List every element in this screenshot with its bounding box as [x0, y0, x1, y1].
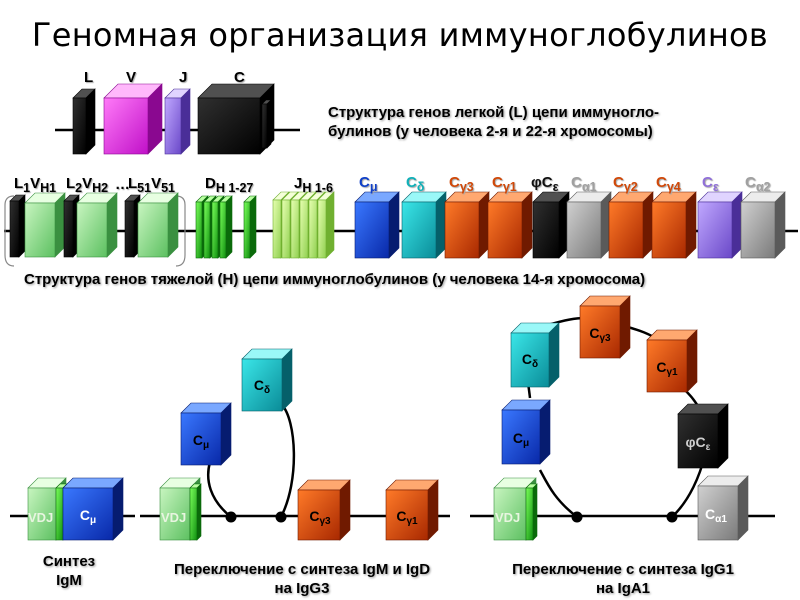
light-chain-caption: Структура генов легкой (L) цепи иммуногл…	[328, 104, 659, 140]
igg3-caption: Переключение с синтеза IgM и IgD на IgG3	[173, 561, 431, 597]
igg3-vdj-stripe	[189, 483, 202, 541]
vh1-label: L1VH1	[14, 175, 57, 195]
iga1-cgamma1-label: Cγ1	[656, 359, 678, 378]
igm-cmu-label: Cμ	[80, 507, 96, 526]
igg3-cgamma1-block	[385, 479, 439, 541]
heavy-dh-segment-4	[219, 195, 233, 259]
iga1-arc-left	[538, 469, 578, 518]
igg3-cmu-block	[180, 402, 232, 466]
igg3-cdelta-label: Cδ	[254, 377, 270, 396]
iga1-calpha1-block	[697, 475, 749, 541]
vdj-label-iga1: VDJ	[495, 510, 521, 525]
dh-label: DH 1-27	[205, 175, 254, 195]
light-l-segment	[72, 88, 96, 155]
heavy-constant-block-9	[697, 191, 743, 259]
junction-dots	[225, 511, 678, 523]
heavy-vh-segment-3	[137, 192, 179, 258]
light-j-segment	[164, 88, 191, 155]
constant-label-2: Cδ	[406, 174, 425, 194]
light-c-edge	[261, 99, 272, 149]
heavy-vh-segment-2	[76, 192, 118, 258]
vdj-label-igg3: VDJ	[161, 510, 187, 525]
iga1-vdj-stripe	[525, 483, 538, 541]
constant-label-6: Cα1	[571, 174, 597, 194]
heavy-leader-segment-1	[9, 194, 26, 258]
igg3-cmu-label: Cμ	[193, 432, 209, 451]
vh-bracket-right	[175, 195, 186, 267]
iga1-calpha1-label: Cα1	[705, 506, 727, 525]
constant-label-8: Cγ4	[656, 174, 681, 194]
constant-label-9: Cε	[702, 174, 719, 194]
heavy-jh-segment-6	[317, 191, 335, 259]
iga1-cdelta-block	[510, 322, 560, 388]
constant-label-4: Cγ1	[492, 174, 517, 194]
iga1-psi-ce-label: φCε	[686, 434, 711, 453]
igg3-cgamma3-block	[297, 479, 351, 541]
heavy-constant-block-3	[444, 191, 490, 259]
igg3-cgamma1-label: Cγ1	[396, 508, 418, 527]
constant-label-5: φCε	[531, 174, 559, 194]
iga1-cdelta-label: Cδ	[522, 351, 538, 370]
heavy-constant-block-1	[354, 191, 400, 259]
light-c-segment	[197, 83, 275, 155]
heavy-vh-segment-1	[24, 192, 66, 258]
heavy-constant-block-4	[487, 191, 533, 259]
light-seg-label-v: V	[126, 69, 137, 86]
heavy-constant-block-8	[651, 191, 697, 259]
iga1-cmu-block	[501, 399, 551, 465]
igm-cmu-block	[62, 477, 124, 541]
igg3-dot-right	[275, 511, 287, 523]
gene-blocks	[9, 83, 786, 541]
vdj-label-igm: VDJ	[28, 510, 54, 525]
igg3-arc-left	[206, 461, 232, 518]
igg3-dot-left	[225, 511, 237, 523]
heavy-constant-block-7	[608, 191, 654, 259]
iga1-psi-ce-block	[677, 403, 729, 469]
constant-label-1: Cμ	[359, 174, 378, 194]
iga1-caption: Переключение с синтеза IgG1 на IgA1	[512, 561, 734, 597]
igm-caption: Синтез IgM	[42, 553, 96, 589]
light-seg-label-c: C	[234, 69, 245, 86]
iga1-cmu-label: Cμ	[513, 430, 529, 449]
heavy-constant-block-5	[532, 191, 570, 259]
iga1-cgamma1-block	[646, 329, 698, 393]
heavy-constant-block-10	[740, 191, 786, 259]
iga1-dot-right	[666, 511, 678, 523]
light-v-segment	[103, 83, 163, 155]
igg3-cgamma3-label: Cγ3	[309, 508, 331, 527]
constant-label-10: Cα2	[745, 174, 771, 194]
igg3-arc-right	[279, 404, 296, 518]
heavy-constant-block-6	[566, 191, 612, 259]
iga1-cgamma3-block	[579, 295, 631, 359]
vh2-label: L2VH2	[66, 175, 109, 195]
vh-ellipsis: …	[115, 176, 130, 193]
vh-bracket-left	[4, 195, 15, 267]
iga1-dot-left	[571, 511, 583, 523]
heavy-dh-segment-5	[243, 195, 257, 259]
heavy-chain-caption: Структура генов тяжелой (Н) цепи иммуног…	[24, 271, 646, 288]
constant-label-7: Cγ2	[613, 174, 638, 194]
igg3-cdelta-block	[241, 348, 293, 412]
light-seg-label-j: J	[179, 69, 188, 86]
constant-label-3: Cγ3	[449, 174, 474, 194]
vh51-label: L51V51	[128, 175, 175, 195]
page-title: Геномная организация иммуноглобулинов	[31, 16, 769, 54]
jh-label: JH 1-6	[294, 175, 333, 195]
iga1-cgamma3-label: Cγ3	[589, 325, 611, 344]
light-seg-label-l: L	[84, 69, 94, 86]
heavy-constant-block-2	[401, 191, 447, 259]
recombination-arcs	[206, 316, 707, 518]
